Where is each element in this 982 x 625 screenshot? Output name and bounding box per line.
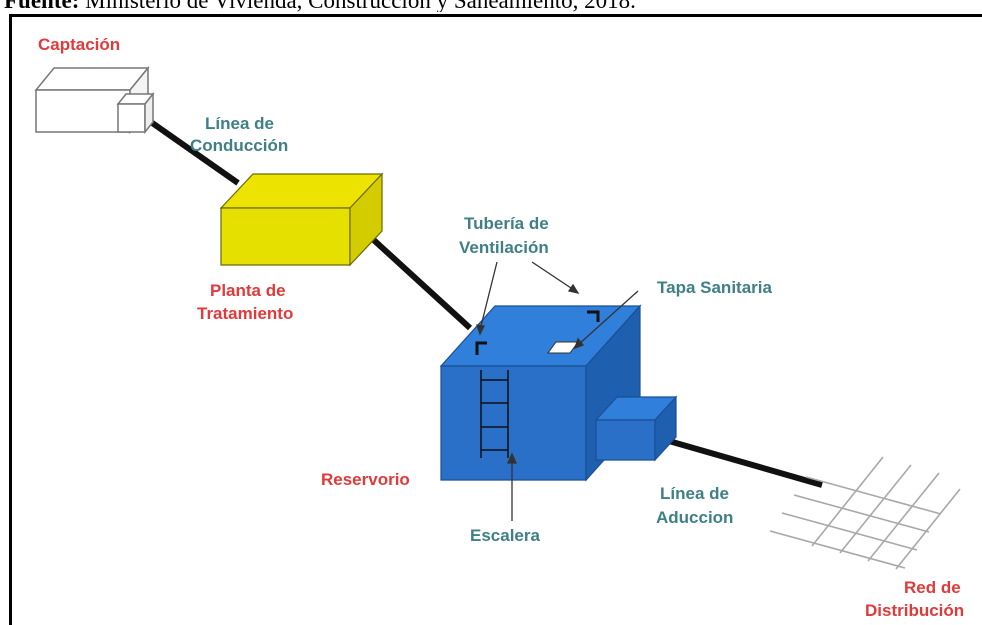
label-planta-1: Planta de	[210, 281, 286, 300]
label-linea-conduccion-2: Conducción	[190, 136, 288, 155]
label-linea-aduccion-2: Aduccion	[656, 508, 733, 527]
red-distribucion-grid	[769, 456, 961, 570]
label-red-2: Distribución	[865, 601, 964, 620]
label-planta-2: Tratamiento	[197, 304, 293, 323]
source-text: Ministerio de Vivienda, Construcción y S…	[79, 0, 636, 12]
source-prefix: Fuente:	[4, 0, 79, 12]
annotation-arrows	[476, 261, 639, 521]
planta-tratamiento-structure	[219, 172, 384, 267]
label-tuberia-2: Ventilación	[459, 238, 549, 257]
pipe-conduccion	[146, 117, 240, 186]
source-caption: Fuente: Ministerio de Vivienda, Construc…	[4, 0, 982, 12]
diagram-frame	[9, 14, 982, 625]
label-reservorio: Reservorio	[321, 470, 410, 489]
escalera-ladder	[480, 370, 509, 458]
vent-pipe-right	[587, 310, 600, 322]
label-tuberia-1: Tubería de	[464, 214, 549, 233]
captacion-structure	[34, 65, 155, 135]
pipe-aduccion	[654, 434, 823, 488]
label-linea-aduccion-1: Línea de	[660, 484, 729, 503]
label-captacion: Captación	[38, 35, 120, 54]
label-escalera: Escalera	[470, 526, 540, 545]
label-linea-conduccion-1: Línea de	[205, 114, 274, 133]
label-tapa-sanitaria: Tapa Sanitaria	[657, 278, 772, 297]
reservorio-structure	[439, 304, 678, 482]
vent-pipe-left	[475, 341, 487, 355]
pipe-planta-to-reservorio	[362, 229, 473, 331]
label-red-1: Red de	[904, 578, 961, 597]
